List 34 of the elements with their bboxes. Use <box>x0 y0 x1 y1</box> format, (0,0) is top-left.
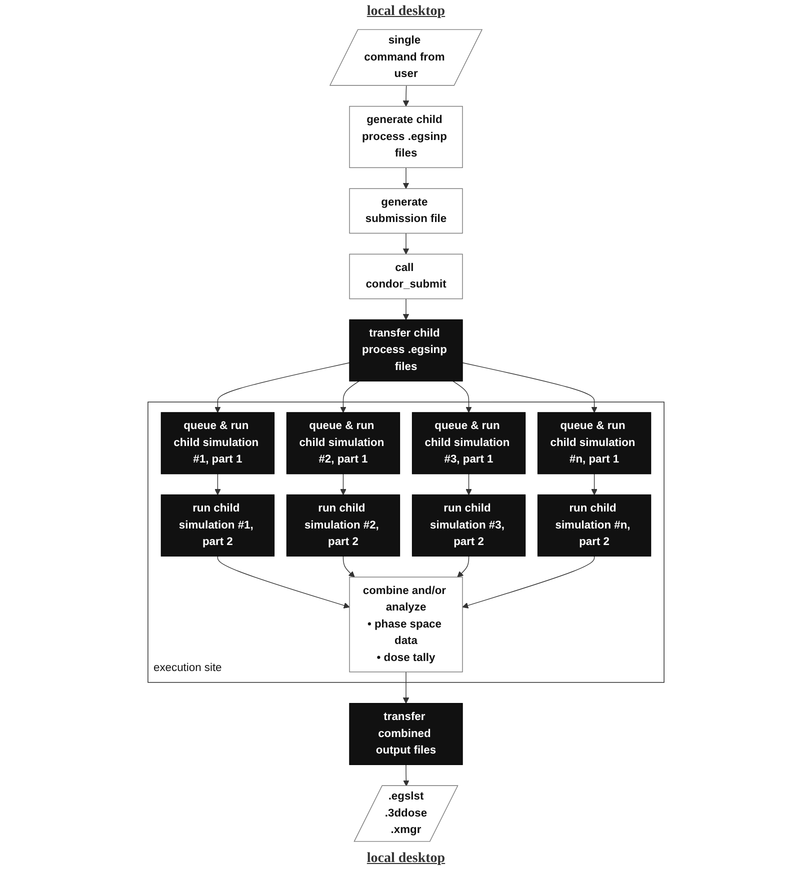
arrow <box>340 380 360 413</box>
arrow <box>342 556 355 578</box>
section-label: local desktop <box>366 4 446 20</box>
arrow <box>402 672 410 704</box>
arrow <box>462 362 598 413</box>
node-box: run child simulation #n, part 2 <box>537 494 652 556</box>
arrow <box>340 474 346 496</box>
node-box: generate submission file <box>349 188 463 234</box>
node-box: queue & run child simulation #3, part 1 <box>412 412 526 474</box>
arrow <box>214 474 221 496</box>
arrow <box>402 85 410 107</box>
arrow <box>217 556 350 608</box>
arrow <box>402 298 410 320</box>
arrow <box>462 556 595 608</box>
node-box: queue & run child simulation #n, part 1 <box>537 412 652 474</box>
node-box: transfer combined output files <box>349 702 463 766</box>
node-box: generate child process .egsinp files <box>349 106 463 168</box>
node-box: run child simulation #3, part 2 <box>412 494 526 556</box>
node-box: call condor_submit <box>349 254 463 300</box>
arrow <box>214 362 350 413</box>
arrow <box>591 474 598 496</box>
arrow <box>403 764 410 786</box>
arrow <box>452 380 472 413</box>
arrow <box>466 474 472 496</box>
node-box: combine and/or analyze • phase space data • dose tally <box>349 576 463 672</box>
arrow <box>402 232 410 254</box>
node-box: transfer child process .egsinp files <box>349 319 463 382</box>
arrow <box>457 556 470 578</box>
node-box: run child simulation #2, part 2 <box>286 494 400 556</box>
arrow <box>402 167 410 189</box>
node-box: queue & run child simulation #1, part 1 <box>160 412 275 474</box>
node-box: run child simulation #1, part 2 <box>160 494 275 556</box>
node-box: queue & run child simulation #2, part 1 <box>286 412 400 474</box>
section-label: local desktop <box>366 851 446 867</box>
